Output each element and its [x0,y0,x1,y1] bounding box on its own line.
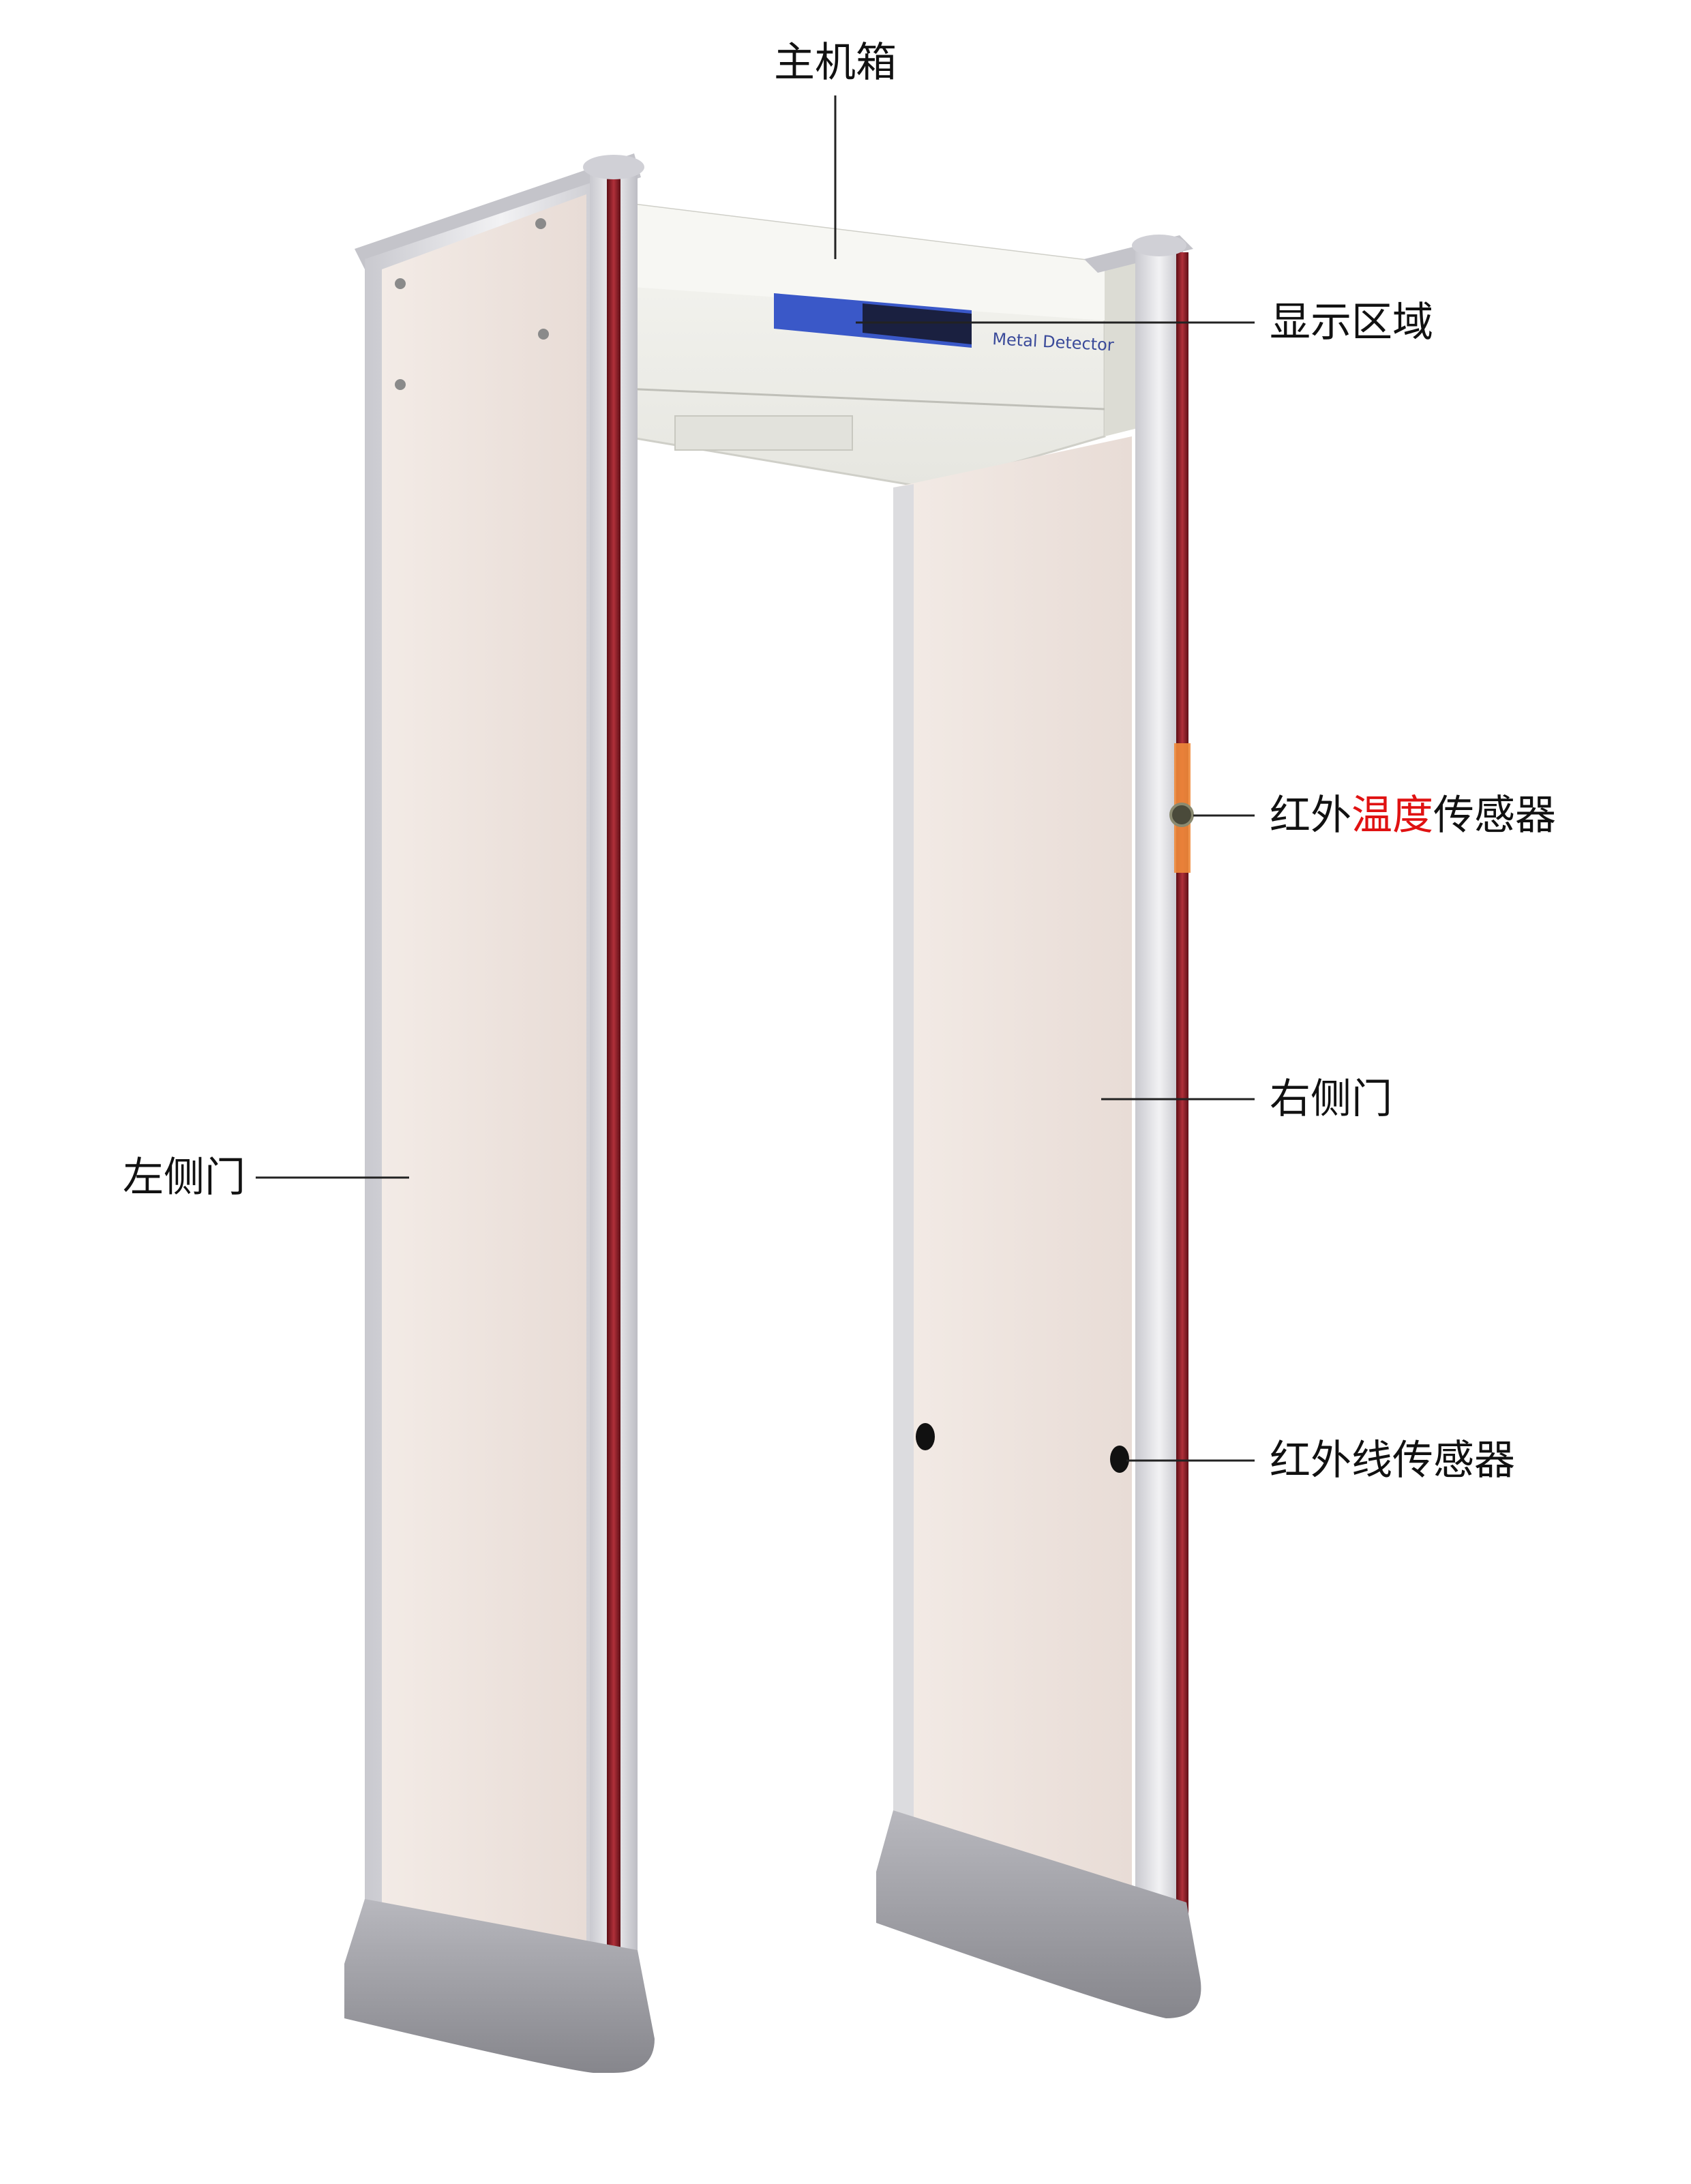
label-ir-temperature-sensor: 红外温度传感器 [1270,792,1556,839]
ir-sensor-left [916,1423,935,1450]
label-main-box: 主机箱 [774,39,897,87]
main-box: Metal Detector [623,202,1159,489]
right-door [876,235,1201,2018]
label-display-area: 显示区域 [1270,299,1433,346]
callout-main-box: 主机箱 [774,39,897,259]
callout-left-door: 左侧门 [123,1154,409,1201]
ir-sensor-right [1110,1446,1129,1473]
callout-display-area: 显示区域 [856,299,1433,346]
screw [538,329,549,340]
left-door [344,153,655,2073]
label-ir-temp-suffix: 传感器 [1433,792,1556,839]
ir-temperature-sensor [1169,803,1194,827]
callout-ir-sensor: 红外线传感器 [1126,1437,1515,1484]
screw [395,379,406,390]
callout-ir-temperature-sensor: 红外温度传感器 [1193,792,1556,839]
label-ir-temp-highlight: 温度 [1351,792,1433,839]
screw [395,278,406,289]
label-ir-temp-prefix: 红外 [1270,792,1351,839]
label-right-door: 右侧门 [1270,1075,1392,1123]
label-left-door: 左侧门 [123,1154,245,1201]
screw [535,218,546,229]
lcd-display [774,293,972,348]
label-ir-sensor: 红外线传感器 [1270,1437,1515,1484]
callout-right-door: 右侧门 [1101,1075,1392,1123]
